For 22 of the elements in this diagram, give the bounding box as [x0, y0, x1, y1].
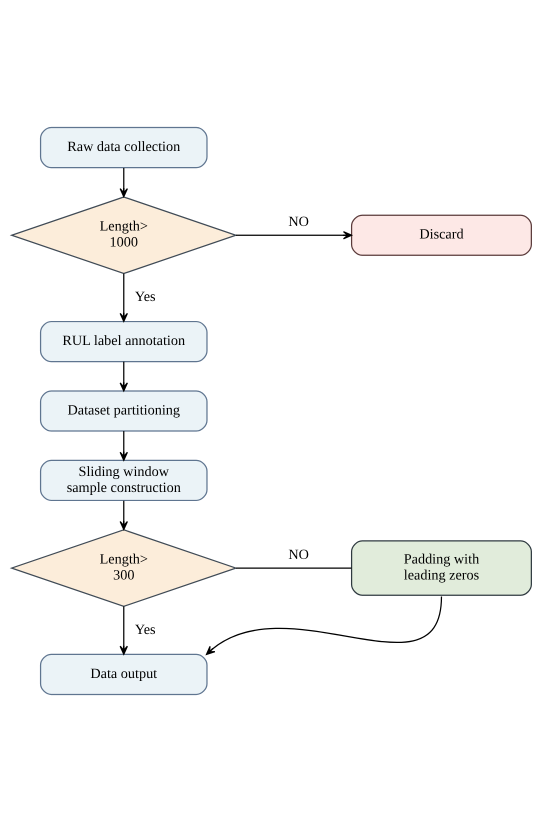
arrow — [120, 430, 128, 460]
node-box: RUL label annotation — [40, 320, 208, 362]
arrow — [236, 230, 352, 239]
arrow — [120, 606, 128, 654]
arrow — [120, 273, 128, 322]
node-box: Data output — [40, 653, 208, 695]
edge-label: Yes — [134, 621, 156, 638]
node-box: Dataset partitioning — [40, 390, 208, 432]
node-diamond: Length> 1000 — [10, 196, 238, 274]
connector — [236, 566, 352, 568]
node-box: Raw data collection — [40, 126, 208, 168]
node-box: Discard — [350, 214, 532, 256]
node-diamond: Length> 300 — [10, 528, 238, 606]
node-box: Padding with leading zeros — [350, 540, 532, 596]
arrow — [120, 361, 128, 391]
edge-label: NO — [288, 214, 309, 230]
node-box: Sliding window sample construction — [40, 459, 208, 501]
arrow — [120, 167, 128, 197]
arrow — [120, 500, 128, 530]
arrow — [206, 596, 442, 655]
edge-label: NO — [288, 546, 309, 562]
edge-label: Yes — [134, 288, 156, 304]
